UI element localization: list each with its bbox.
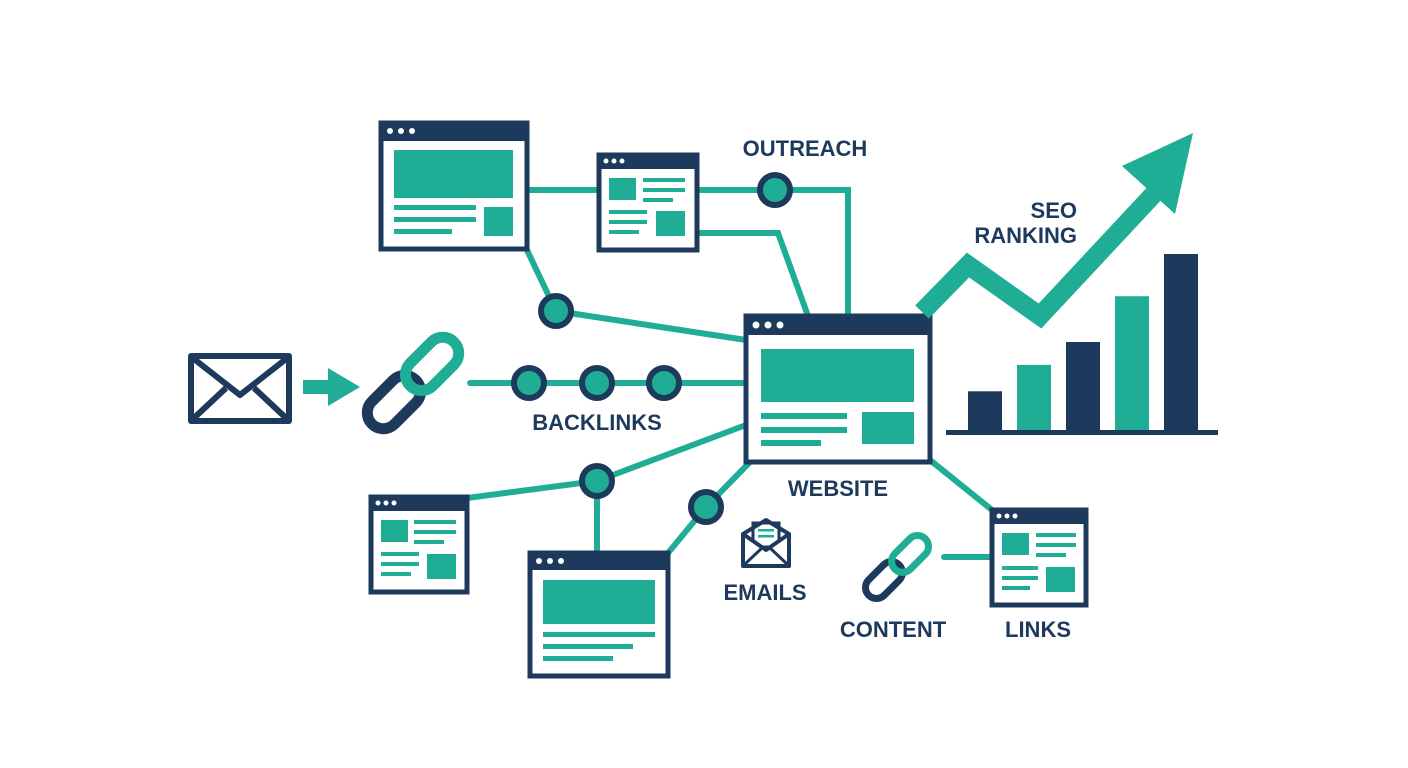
connector-nodes <box>511 172 793 525</box>
label-backlinks: BACKLINKS <box>532 410 662 435</box>
chart-baseline <box>946 430 1218 435</box>
node-lower-left <box>579 463 615 499</box>
browser-window-2 <box>596 152 700 253</box>
label-content: CONTENT <box>840 617 947 642</box>
node-backlinks-3 <box>646 365 682 401</box>
label-outreach: OUTREACH <box>743 136 868 161</box>
ranking-bar <box>1066 342 1100 430</box>
connector-browser2-website <box>694 230 811 319</box>
browser-window-4 <box>527 550 671 679</box>
ranking-bar <box>1017 364 1051 430</box>
chain-link-icon <box>361 331 465 435</box>
connector-outreach-node-website <box>772 187 851 319</box>
label-website: WEBSITE <box>788 476 888 501</box>
ranking-bar-chart <box>968 254 1198 430</box>
chain-link-icon-small <box>861 531 933 603</box>
browser-window-3 <box>368 494 470 595</box>
envelope-icon <box>188 353 292 424</box>
connector-website-browser5 <box>927 457 995 513</box>
ranking-bar <box>1164 254 1198 430</box>
website-browser-window <box>743 313 933 465</box>
browser-window-5 <box>989 507 1089 608</box>
node-upper-left <box>538 293 574 329</box>
label-ranking: RANKING <box>974 223 1077 248</box>
connector-node-website-upper <box>553 308 749 343</box>
trend-up-arrow-icon <box>915 133 1193 329</box>
ranking-bar <box>968 391 1002 430</box>
label-emails: EMAILS <box>723 580 806 605</box>
ranking-bar <box>1115 296 1149 430</box>
label-links: LINKS <box>1005 617 1071 642</box>
node-backlinks-1 <box>511 365 547 401</box>
email-letter-icon <box>741 518 791 568</box>
node-backlinks-2 <box>579 365 615 401</box>
node-outreach <box>757 172 793 208</box>
right-arrow-icon <box>303 368 360 406</box>
browser-window-1 <box>378 120 530 252</box>
node-emails <box>688 489 724 525</box>
label-seo: SEO <box>1031 198 1077 223</box>
